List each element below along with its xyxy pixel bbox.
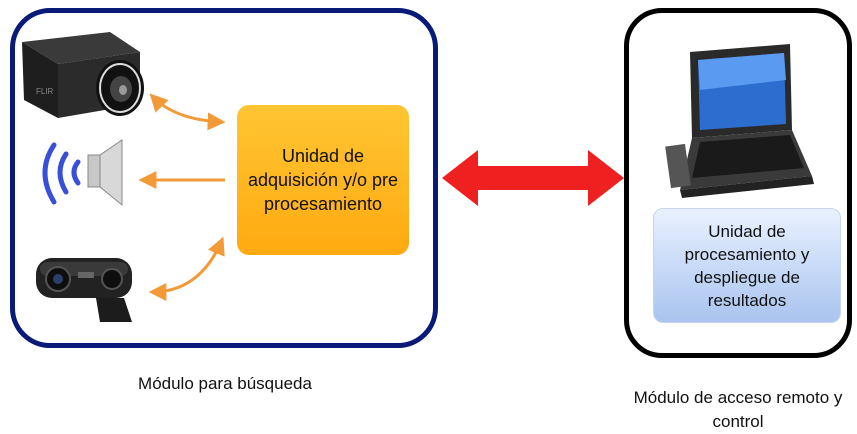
laptop-icon (665, 44, 814, 198)
acquisition-unit: Unidad de adquisición y/o pre procesamie… (237, 105, 409, 255)
search-module-caption: Módulo para búsqueda (138, 374, 312, 393)
camera-link-arrow (149, 93, 226, 131)
speaker-icon (42, 139, 123, 207)
thermal-camera-icon: FLIR (22, 32, 144, 118)
remote-module-frame (624, 8, 852, 358)
acquisition-unit-label: Unidad de adquisición y/o pre procesamie… (247, 146, 399, 214)
module-link-arrow (442, 150, 624, 206)
svg-text:FLIR: FLIR (36, 87, 54, 96)
remote-module-caption: Módulo de acceso remoto y control (633, 388, 843, 431)
webcam-icon (36, 258, 132, 322)
processing-unit-label: Unidad de procesamiento y despliegue de … (684, 221, 810, 310)
webcam-link-arrow (148, 236, 225, 301)
search-module-frame (10, 8, 438, 348)
processing-unit: Unidad de procesamiento y despliegue de … (653, 208, 841, 323)
